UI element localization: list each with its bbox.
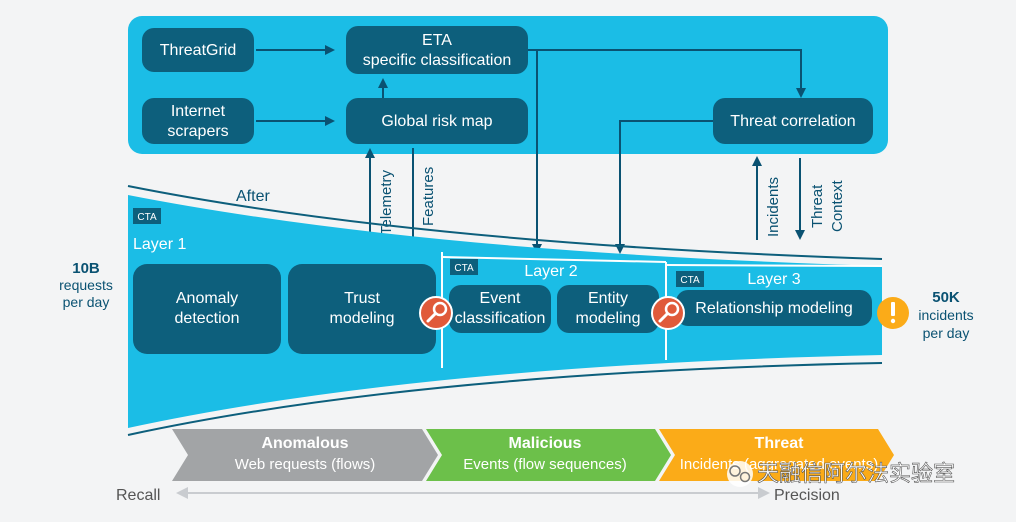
watermark: 天融信阿尔法实验室 bbox=[727, 461, 955, 487]
global-risk-map-label: Global risk map bbox=[381, 113, 492, 130]
entity-modeling-label-1: Entity bbox=[588, 290, 628, 307]
watermark-text: 天融信阿尔法实验室 bbox=[757, 461, 955, 486]
search-icon bbox=[651, 296, 685, 330]
right-stat-line1: incidents bbox=[918, 307, 973, 323]
threatgrid-label: ThreatGrid bbox=[160, 42, 236, 59]
features-label: Features bbox=[420, 167, 437, 226]
anomaly-detection-label-1: Anomaly bbox=[176, 290, 238, 307]
trust-modeling-label-2: modeling bbox=[330, 310, 395, 327]
bottom-arrow-anomalous: Anomalous Web requests (flows) bbox=[172, 429, 438, 481]
eta-box[interactable]: ETA specific classification bbox=[346, 26, 528, 74]
event-classification-label-1: Event bbox=[480, 290, 521, 307]
anomalous-title: Anomalous bbox=[261, 435, 348, 452]
left-stat-value: 10B bbox=[72, 260, 100, 277]
funnel-bottom-edge bbox=[127, 362, 883, 436]
internet-scrapers-label-2: scrapers bbox=[167, 123, 228, 140]
left-stat: 10B requests per day bbox=[59, 260, 113, 310]
eta-label-2: specific classification bbox=[363, 52, 512, 69]
arrow-correlation-entity bbox=[615, 120, 713, 254]
relationship-modeling-label: Relationship modeling bbox=[695, 300, 852, 317]
cta-badge-2-label: CTA bbox=[454, 263, 474, 274]
right-stat: 50K incidents per day bbox=[918, 289, 973, 341]
trust-modeling-label-1: Trust bbox=[344, 290, 380, 307]
funnel-top-edge bbox=[127, 185, 883, 260]
cta-badge-1: CTA bbox=[133, 208, 161, 224]
internet-scrapers-label-1: Internet bbox=[171, 103, 226, 120]
layer2-top bbox=[441, 256, 667, 263]
anomaly-detection-box[interactable]: Anomaly detection bbox=[133, 264, 281, 354]
event-classification-label-2: classification bbox=[455, 310, 546, 327]
malicious-subtitle: Events (flow sequences) bbox=[463, 456, 626, 473]
trust-modeling-box[interactable]: Trust modeling bbox=[288, 264, 436, 354]
threatgrid-box[interactable]: ThreatGrid bbox=[142, 28, 254, 72]
event-classification-box[interactable]: Event classification bbox=[449, 285, 551, 333]
alert-icon bbox=[877, 297, 909, 329]
cta-badge-1-label: CTA bbox=[137, 212, 157, 223]
threat-correlation-label: Threat correlation bbox=[730, 113, 855, 130]
left-stat-line1: requests bbox=[59, 277, 113, 293]
eta-label-1: ETA bbox=[422, 32, 452, 49]
layer3-top bbox=[665, 264, 883, 267]
arrow-eta-correlation bbox=[528, 49, 806, 98]
entity-modeling-label-2: modeling bbox=[576, 310, 641, 327]
anomalous-subtitle: Web requests (flows) bbox=[235, 456, 376, 473]
relationship-modeling-box[interactable]: Relationship modeling bbox=[676, 290, 872, 326]
bottom-arrow-malicious: Malicious Events (flow sequences) bbox=[426, 429, 671, 481]
anomaly-detection-label-2: detection bbox=[175, 310, 240, 327]
context-label: Context bbox=[829, 179, 846, 232]
incidents-label: Incidents bbox=[765, 177, 782, 237]
threat-correlation-box[interactable]: Threat correlation bbox=[713, 98, 873, 144]
layer3-label: Layer 3 bbox=[747, 271, 800, 288]
malicious-title: Malicious bbox=[509, 435, 582, 452]
cta-badge-3: CTA bbox=[676, 271, 704, 287]
precision-label: Precision bbox=[774, 487, 840, 504]
right-stat-value: 50K bbox=[932, 289, 960, 306]
threat-label: Threat bbox=[809, 184, 826, 228]
right-stat-line2: per day bbox=[923, 325, 970, 341]
cta-badge-3-label: CTA bbox=[680, 275, 700, 286]
internet-scrapers-box[interactable]: Internet scrapers bbox=[142, 98, 254, 144]
bottom-arrow-threat: Threat Incidents (aggregated events) bbox=[659, 429, 894, 481]
cta-badge-2: CTA bbox=[450, 259, 478, 275]
top-arrows bbox=[256, 45, 806, 254]
after-label: After bbox=[236, 188, 270, 205]
left-stat-line2: per day bbox=[63, 294, 110, 310]
entity-modeling-box[interactable]: Entity modeling bbox=[557, 285, 659, 333]
layer2-label: Layer 2 bbox=[524, 263, 577, 280]
search-icon bbox=[419, 296, 453, 330]
global-risk-map-box[interactable]: Global risk map bbox=[346, 98, 528, 144]
layer1-label: Layer 1 bbox=[133, 236, 186, 253]
threat-title: Threat bbox=[755, 435, 805, 452]
recall-label: Recall bbox=[116, 487, 160, 504]
telemetry-label: Telemetry bbox=[378, 169, 395, 235]
